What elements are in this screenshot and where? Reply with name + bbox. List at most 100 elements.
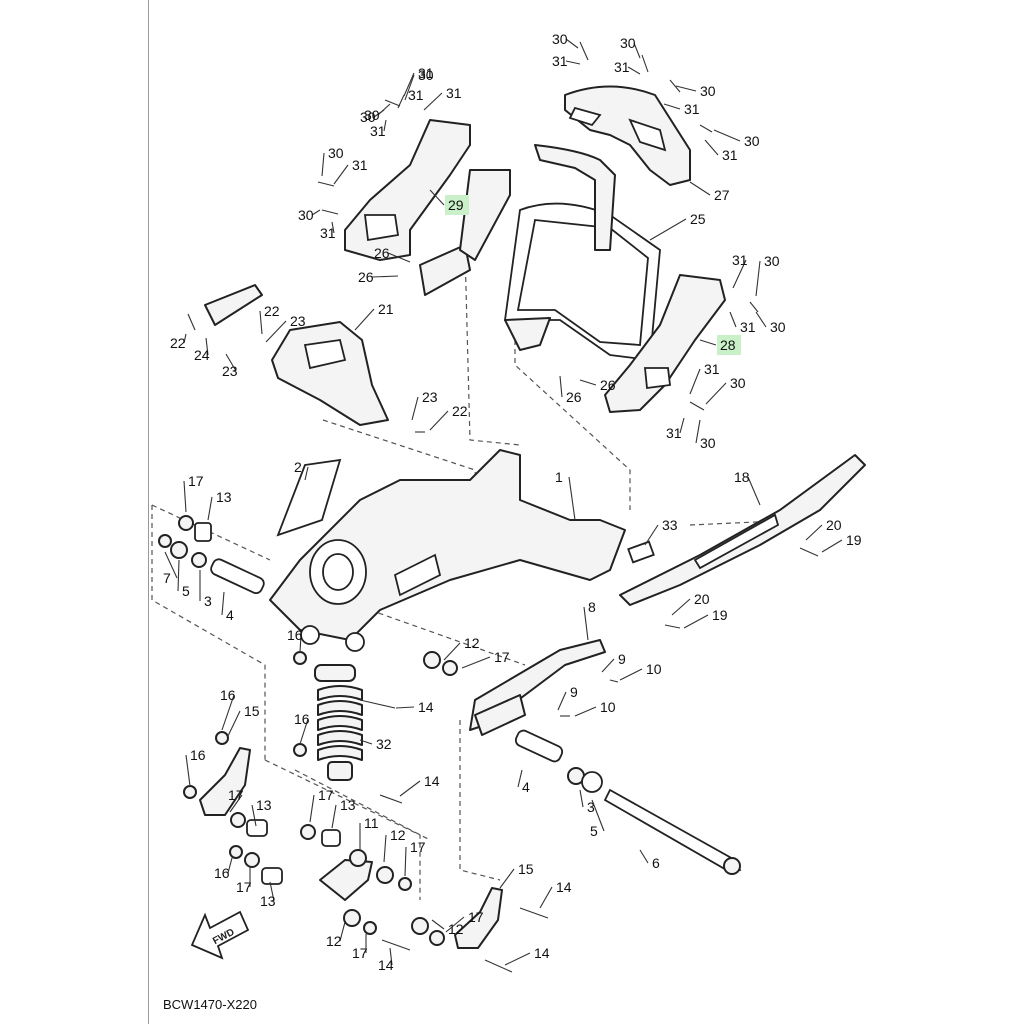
callout-leader-line <box>663 103 681 110</box>
callout-number: 15 <box>244 703 260 719</box>
chain-slider <box>469 639 606 736</box>
callout-number: 16 <box>220 687 236 703</box>
callout-number: 5 <box>182 583 190 599</box>
callout-26: 26 <box>579 377 616 393</box>
callout-number: 18 <box>734 469 750 485</box>
callout-number: 3 <box>204 593 212 609</box>
callout-leader-line <box>591 799 605 832</box>
callout-leader-line <box>229 794 243 813</box>
callout-12: 12 <box>326 921 346 949</box>
chain-case-cover <box>204 284 389 426</box>
callout-number: 17 <box>318 787 334 803</box>
callout-number: 31 <box>408 87 424 103</box>
callout-number: 30 <box>730 375 746 391</box>
callout-3: 3 <box>199 570 212 609</box>
callout-31: 31 <box>423 85 462 111</box>
callout-leader-line <box>333 164 349 185</box>
callout-5: 5 <box>177 559 190 599</box>
callout-30: 30 <box>705 375 746 405</box>
callout-30: 30 <box>321 145 344 177</box>
callout-leader-line <box>431 919 445 930</box>
callout-number: 31 <box>446 85 462 101</box>
callout-leader-line <box>221 591 225 616</box>
callout-number: 29 <box>448 197 464 213</box>
callout-31: 31 <box>704 139 738 163</box>
callout-leader-line <box>461 656 491 669</box>
callout-leader-line <box>675 85 697 92</box>
callout-leader-line <box>383 119 387 132</box>
callout-leader-line <box>205 337 209 356</box>
callout-leader-line <box>539 886 553 909</box>
callout-leader-line <box>225 353 237 372</box>
callout-number: 9 <box>570 684 578 700</box>
callout-number: 31 <box>352 157 368 173</box>
callout-17: 17 <box>236 866 252 895</box>
callout-leader-line <box>649 218 687 241</box>
callout-leader-line <box>445 916 465 933</box>
callout-leader-line <box>679 417 685 434</box>
callout-leader-line <box>729 311 737 328</box>
callout-23: 23 <box>411 389 438 421</box>
callout-leader-line <box>354 308 375 331</box>
callout-leader-line <box>377 103 391 116</box>
callout-14: 14 <box>399 773 440 797</box>
callout-number: 31 <box>418 65 434 81</box>
callout-leader-line <box>568 476 576 521</box>
callout-17: 17 <box>461 649 510 669</box>
left-rack-bracket <box>344 119 511 296</box>
callout-16: 16 <box>294 711 310 745</box>
callout-17: 17 <box>445 909 484 933</box>
callout-number: 10 <box>600 699 616 715</box>
callout-number: 31 <box>370 123 386 139</box>
callout-leader-line <box>389 947 393 966</box>
callout-number: 31 <box>704 361 720 377</box>
callout-leader-line <box>371 275 399 278</box>
callout-4: 4 <box>221 591 234 623</box>
callout-number: 24 <box>194 347 210 363</box>
callout-leader-line <box>579 789 584 808</box>
callout-leader-line <box>821 539 843 553</box>
callout-leader-line <box>639 849 649 864</box>
bolts <box>187 41 819 973</box>
callout-number: 23 <box>222 363 238 379</box>
callout-leader-line <box>395 706 415 709</box>
callout-leader-line <box>331 804 337 829</box>
callout-number: 1 <box>555 469 563 485</box>
callout-leader-line <box>207 496 213 521</box>
callout-leader-line <box>259 310 263 335</box>
callout-number: 16 <box>214 865 230 881</box>
callout-leader-line <box>339 921 346 942</box>
callout-number: 13 <box>340 797 356 813</box>
callout-leader-line <box>713 129 741 142</box>
callout-31: 31 <box>403 65 434 97</box>
callout-number: 16 <box>190 747 206 763</box>
callout-31: 31 <box>320 221 336 241</box>
callout-17: 17 <box>352 934 368 961</box>
callout-17: 17 <box>183 473 204 513</box>
callout-number: 13 <box>260 893 276 909</box>
callout-number: 31 <box>552 53 568 69</box>
callout-30: 30 <box>298 207 321 223</box>
callout-number: 8 <box>588 599 596 615</box>
callout-number: 26 <box>374 245 390 261</box>
callout-30: 30 <box>552 31 579 49</box>
callout-highlight-box <box>445 195 469 215</box>
callout-leader-line <box>557 691 567 711</box>
callout-21: 21 <box>354 301 394 331</box>
callout-19: 19 <box>821 532 862 553</box>
callout-number: 30 <box>552 31 568 47</box>
connecting-rod <box>319 859 373 901</box>
callout-2: 2 <box>294 459 309 481</box>
callout-leader-line <box>429 410 449 431</box>
callout-13: 13 <box>331 797 356 829</box>
callout-number: 5 <box>590 823 598 839</box>
callout-number: 12 <box>326 933 342 949</box>
callout-leader-line <box>689 181 711 196</box>
callout-number: 26 <box>566 389 582 405</box>
callout-leader-line <box>404 846 407 877</box>
callout-22: 22 <box>259 303 280 335</box>
callout-number: 31 <box>740 319 756 335</box>
callout-17: 17 <box>309 787 334 823</box>
callout-16: 16 <box>287 627 303 653</box>
callout-30: 30 <box>755 311 786 335</box>
